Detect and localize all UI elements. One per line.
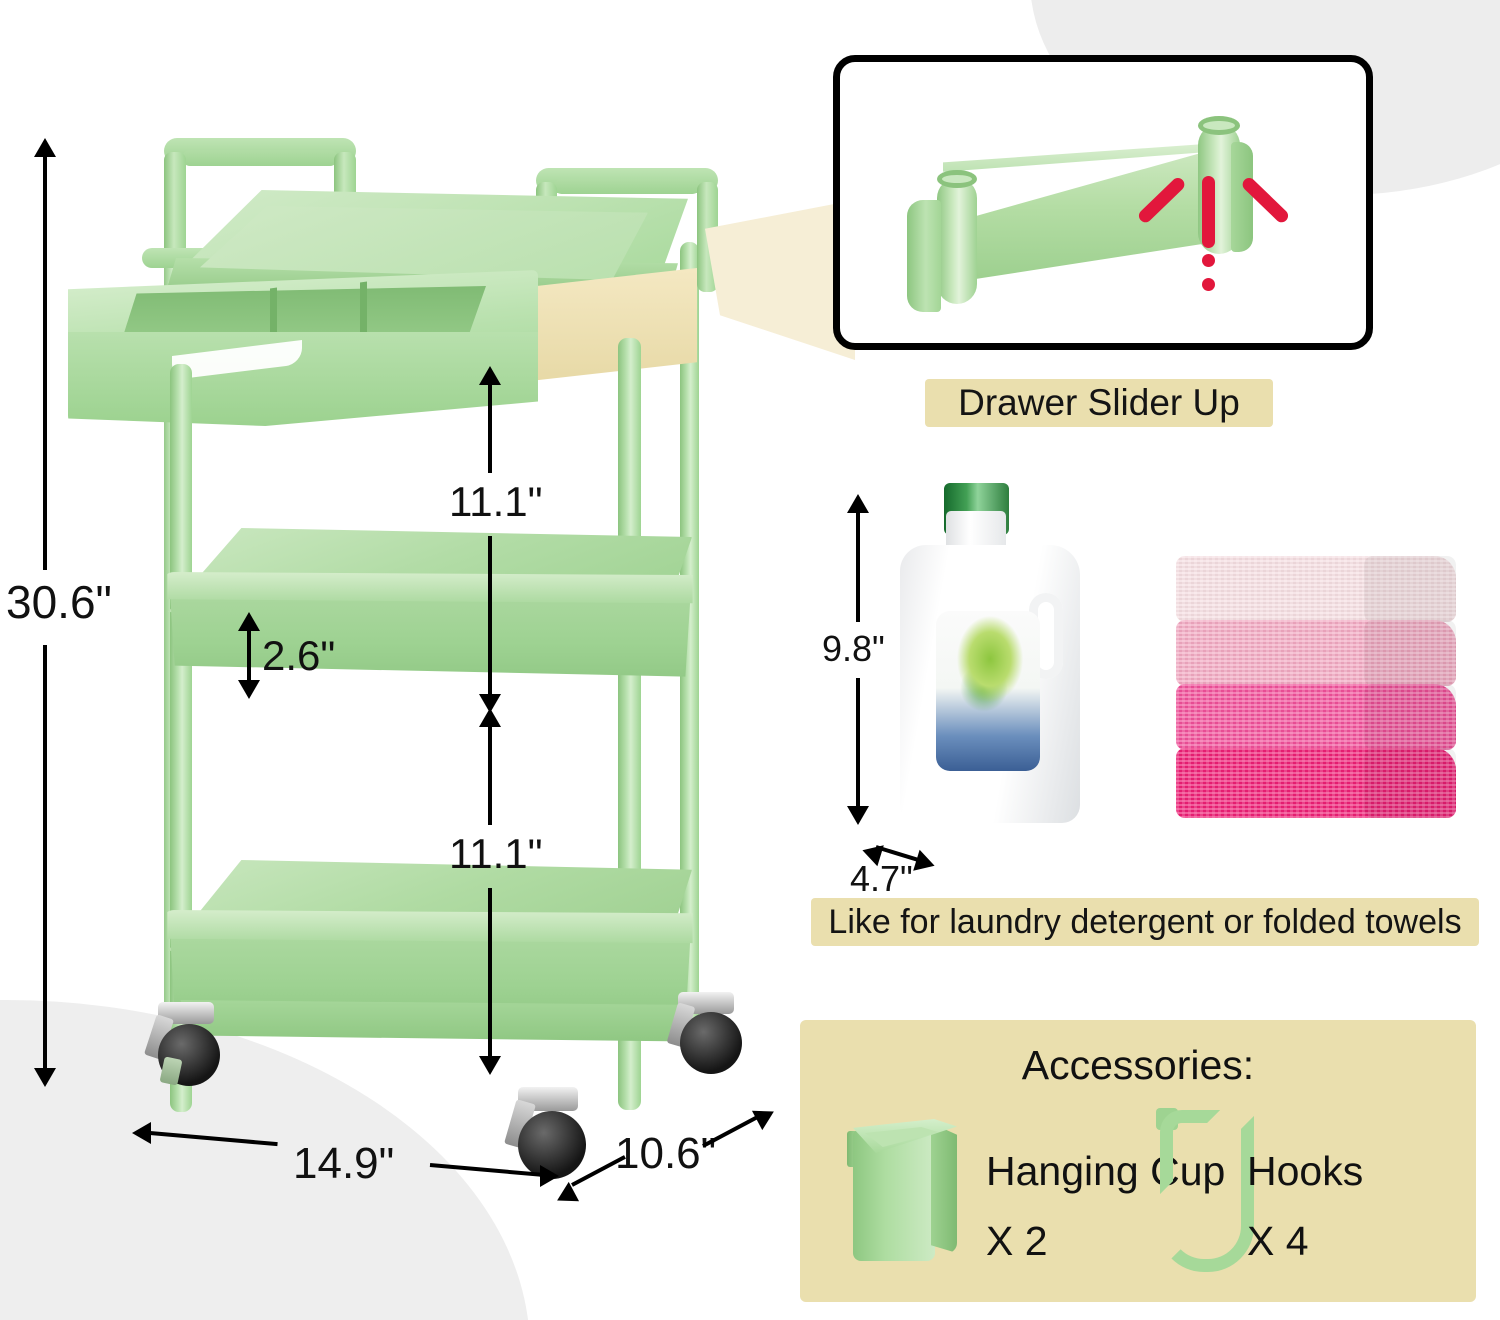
bottle-width-arrow-head-right bbox=[913, 849, 938, 877]
basket-depth-arrow-head-top bbox=[238, 612, 260, 631]
detergent-bottle-illustration bbox=[900, 483, 1080, 823]
slider-tube-right-opening bbox=[1198, 116, 1240, 135]
drawer-slider-caption-text: Drawer Slider Up bbox=[958, 382, 1240, 423]
hanging-cup-icon bbox=[847, 1105, 957, 1263]
caster-rear-left bbox=[128, 1000, 238, 1100]
bottle-label bbox=[936, 611, 1040, 771]
cart-drawer-front bbox=[68, 332, 538, 426]
bottle-height-line-top bbox=[856, 511, 860, 622]
slider-flange-right bbox=[1231, 142, 1253, 252]
basket-depth-arrow-head-bottom bbox=[238, 680, 260, 699]
cart-basket-bottom-base bbox=[180, 1000, 680, 1042]
gap-upper-arrow-head-top bbox=[479, 366, 501, 385]
height-dim-line-upper bbox=[43, 155, 47, 570]
folded-towel-stack bbox=[1176, 556, 1456, 818]
height-arrow-head-bottom bbox=[34, 1068, 56, 1087]
bottle-height-line-bottom bbox=[856, 678, 860, 808]
bottle-height-arrow-head-bottom bbox=[847, 806, 869, 825]
red-up-arrow-icon bbox=[1136, 150, 1291, 291]
towel-3 bbox=[1176, 684, 1456, 750]
dim-width: 14.9" bbox=[293, 1139, 395, 1188]
towel-1 bbox=[1176, 556, 1456, 622]
dim-total-height: 30.6" bbox=[6, 576, 112, 628]
hanging-cup-front bbox=[853, 1131, 935, 1261]
cart-top-tray-inner bbox=[200, 206, 648, 280]
bottle-height-arrow-head-top bbox=[847, 494, 869, 513]
dim-bottle-width: 4.7" bbox=[850, 858, 913, 899]
accessory-qty-hanging-cup: X 2 bbox=[986, 1218, 1048, 1264]
capacity-caption-text: Like for laundry detergent or folded tow… bbox=[828, 902, 1462, 941]
drawer-slider-part bbox=[895, 102, 1285, 322]
accessories-title: Accessories: bbox=[1021, 1042, 1255, 1088]
s-hook-icon bbox=[1150, 1108, 1254, 1272]
dim-depth: 10.6" bbox=[615, 1129, 717, 1178]
caster-rear-right bbox=[658, 990, 768, 1090]
width-arrow-head-right bbox=[540, 1165, 559, 1187]
cart-basket-bottom-rim bbox=[167, 910, 693, 944]
accessory-qty-hooks: X 4 bbox=[1247, 1218, 1309, 1264]
gap-lower-arrow-head-bottom bbox=[479, 1056, 501, 1075]
dim-basket-depth: 2.6" bbox=[262, 632, 336, 679]
gap-lower-line-top bbox=[488, 725, 492, 825]
hanging-cup-side bbox=[931, 1123, 957, 1253]
height-arrow-head-top bbox=[34, 138, 56, 157]
cart-post-rear-right bbox=[680, 242, 699, 1042]
capacity-caption: Like for laundry detergent or folded tow… bbox=[811, 898, 1479, 946]
caster-front-center bbox=[492, 1085, 612, 1195]
slider-flange-left bbox=[907, 200, 941, 312]
towel-2 bbox=[1176, 620, 1456, 686]
accessories-panel: Accessories: Hanging Cup X 2 Hooks X 4 bbox=[800, 1020, 1476, 1302]
gap-upper-line-top bbox=[488, 383, 492, 473]
s-hook-lower-curve bbox=[1158, 1116, 1254, 1272]
slider-tube-left bbox=[937, 178, 977, 304]
gap-upper-line-bottom bbox=[488, 536, 492, 696]
accessory-label-hooks: Hooks bbox=[1247, 1148, 1364, 1194]
gap-lower-arrow-head-top bbox=[479, 708, 501, 727]
width-arrow-head-left bbox=[132, 1122, 151, 1144]
drawer-slider-inset-panel bbox=[833, 55, 1373, 350]
dim-bottle-height: 9.8" bbox=[822, 628, 885, 669]
slider-tube-left-opening bbox=[937, 170, 977, 188]
towel-4 bbox=[1176, 748, 1456, 818]
dim-gap-lower: 11.1" bbox=[449, 830, 543, 877]
drawer-slider-caption: Drawer Slider Up bbox=[925, 379, 1273, 427]
gap-lower-line-bottom bbox=[488, 888, 492, 1058]
drawer-slider-rail-on-cart bbox=[512, 268, 697, 383]
cart-illustration bbox=[60, 120, 780, 1179]
basket-depth-line bbox=[247, 629, 251, 682]
dim-gap-upper: 11.1" bbox=[449, 478, 543, 525]
cart-basket-middle-rim bbox=[167, 572, 693, 604]
height-dim-line-lower bbox=[43, 645, 47, 1070]
